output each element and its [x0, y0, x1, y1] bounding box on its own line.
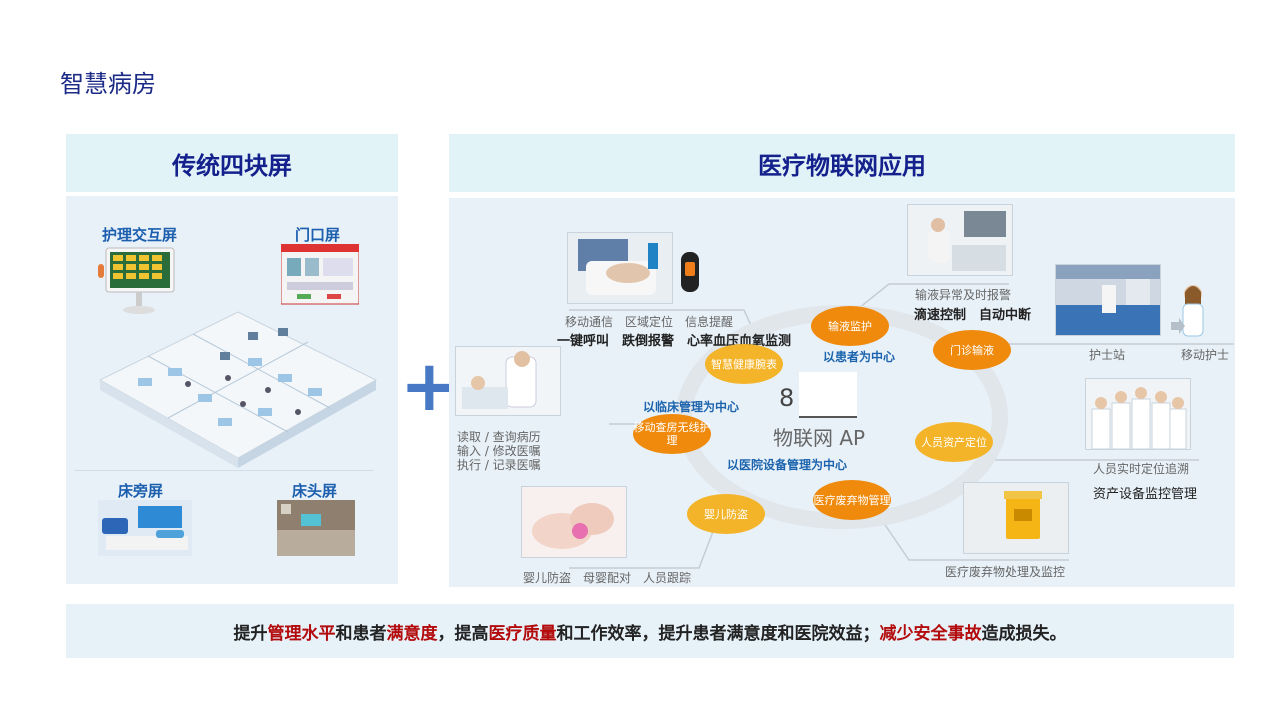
- summary-text-3: ，提高: [437, 623, 489, 644]
- nurse-station-photo: [1055, 264, 1161, 336]
- clinical-center-label: 以临床管理为中心: [643, 400, 740, 414]
- left-panel: 护理交互屏 门口屏: [66, 196, 398, 584]
- patient-center-label: 以患者为中心: [823, 350, 896, 364]
- infusion-photo: [907, 204, 1013, 276]
- bedhead-screen-image: [277, 500, 355, 556]
- screen-label-door: 门口屏: [295, 226, 341, 244]
- screen-label-nursing: 护理交互屏: [102, 226, 178, 244]
- ward-round-photo: [455, 346, 561, 416]
- summary-highlight-quality: 医疗质量: [488, 623, 557, 644]
- nurse-station-caption: 护士站: [1089, 348, 1126, 362]
- left-header: 传统四块屏: [66, 134, 398, 192]
- infusion-control-caption: 滴速控制 自动中断: [914, 308, 1032, 323]
- summary-banner: 提升管理水平和患者满意度，提高医疗质量和工作效率，提升患者满意度和医院效益；减少…: [66, 604, 1234, 658]
- door-screen-image: [281, 244, 359, 305]
- summary-highlight-satisfaction: 满意度: [386, 623, 438, 644]
- equipment-center-label: 以医院设备管理为中心: [727, 458, 848, 472]
- node-smart-wristband[interactable]: 智慧健康腕表: [705, 344, 783, 384]
- wristband-photo: [567, 232, 673, 304]
- right-header: 医疗物联网应用: [449, 134, 1235, 192]
- page-title: 智慧病房: [60, 70, 156, 98]
- wristband-device-image: [681, 252, 699, 292]
- ward-round-caption-2: 输入 / 修改医嘱: [457, 444, 541, 458]
- screen-label-bedhead: 床头屏: [292, 482, 338, 500]
- divider: [74, 470, 374, 471]
- screen-label-bedside: 床旁屏: [118, 482, 164, 500]
- ap-label: 物联网 AP: [773, 426, 866, 450]
- wristband-features-caption: 移动通信 区域定位 信息提醒: [565, 315, 734, 329]
- ward-isometric-image: [98, 311, 378, 468]
- summary-text-1: 提升: [233, 623, 268, 644]
- bedside-screen-image: [98, 500, 192, 556]
- ap-device: [799, 372, 857, 418]
- summary-highlight-management: 管理水平: [267, 623, 336, 644]
- asset-photo: [1085, 378, 1191, 450]
- node-mobile-ward-round[interactable]: 移动查房无线护理: [633, 414, 711, 454]
- node-baby-security[interactable]: 婴儿防盗: [687, 494, 765, 534]
- waste-caption: 医疗废弃物处理及监控: [945, 565, 1066, 579]
- nursing-screen-image: [98, 247, 175, 314]
- node-infusion-monitor[interactable]: 输液监护: [811, 306, 889, 346]
- node-asset-location[interactable]: 人员资产定位: [915, 422, 993, 462]
- ap-number: 8: [779, 384, 795, 412]
- plus-sign: +: [400, 345, 459, 427]
- ward-round-caption-3: 执行 / 记录医嘱: [457, 458, 541, 472]
- asset-tracking-caption: 人员实时定位追溯: [1093, 462, 1190, 476]
- baby-photo: [521, 486, 627, 558]
- ward-round-caption-1: 读取 / 查询病历: [457, 430, 541, 444]
- node-outpatient-infusion[interactable]: 门诊输液: [933, 330, 1011, 370]
- node-medical-waste[interactable]: 医疗废弃物管理: [813, 480, 891, 520]
- mobile-nurse-image: [1171, 285, 1204, 337]
- summary-highlight-safety: 减少安全事故: [879, 623, 982, 644]
- infusion-alarm-caption: 输液异常及时报警: [915, 288, 1012, 302]
- right-panel: 移动通信 区域定位 信息提醒 一键呼叫 跌倒报警 心率血压血氧监测 输液异常及时…: [449, 198, 1235, 587]
- mobile-nurse-caption: 移动护士: [1181, 348, 1230, 362]
- asset-monitor-caption: 资产设备监控管理: [1093, 487, 1198, 502]
- waste-photo: [963, 482, 1069, 554]
- summary-text-5: 造成损失。: [981, 623, 1067, 644]
- summary-text-2: 和患者: [335, 623, 387, 644]
- summary-text-4: 和工作效率，提升患者满意度和医院效益；: [556, 623, 880, 644]
- baby-caption: 婴儿防盗 母婴配对 人员跟踪: [523, 571, 692, 585]
